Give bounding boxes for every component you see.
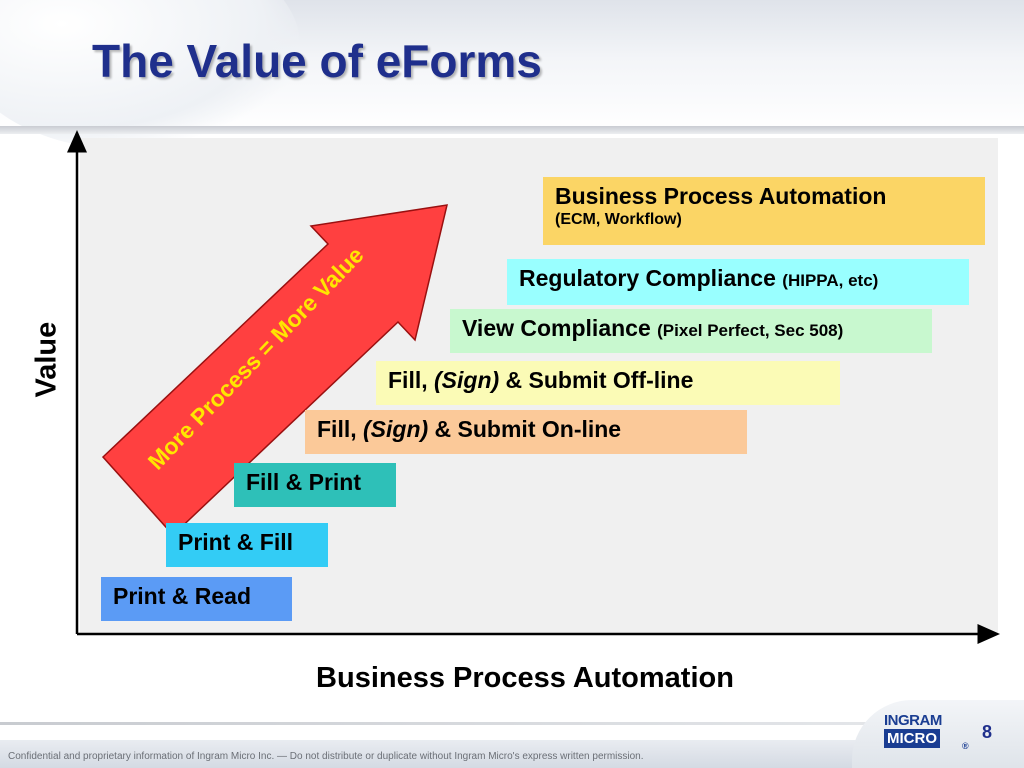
header-divider — [0, 126, 1024, 134]
step-label: Business Process Automation — [555, 183, 887, 209]
step-label: Print & Fill — [178, 529, 293, 555]
step-label: View Compliance — [462, 315, 658, 341]
logo-bottom-text: MICRO — [884, 729, 940, 748]
step-sub: (ECM, Workflow) — [555, 211, 682, 229]
step-italic: (Sign) — [363, 416, 429, 442]
step-view-compliance: View Compliance (Pixel Perfect, Sec 508) — [450, 309, 932, 353]
step-print-and-read: Print & Read — [101, 577, 292, 621]
slide-title: The Value of eForms — [92, 35, 542, 87]
step-prefix: Fill, — [388, 367, 434, 393]
step-fill-and-print: Fill & Print — [234, 463, 396, 507]
step-note: (HIPPA, etc) — [782, 271, 879, 290]
x-axis-label: Business Process Automation — [316, 662, 734, 694]
step-label: Print & Read — [113, 583, 252, 609]
page-number: 8 — [982, 722, 993, 742]
step-note: (Pixel Perfect, Sec 508) — [657, 321, 844, 340]
step-italic: (Sign) — [434, 367, 500, 393]
step-label: Regulatory Compliance — [519, 265, 783, 291]
logo-top-text: INGRAM — [884, 712, 942, 729]
footer-divider — [0, 722, 1024, 725]
step-submit-offline: Fill, (Sign) & Submit Off-line — [376, 361, 840, 405]
confidential-notice: Confidential and proprietary information… — [8, 751, 644, 762]
registered-mark: ® — [962, 741, 969, 751]
step-submit-online: Fill, (Sign) & Submit On-line — [305, 410, 747, 454]
step-business-process-automation: Business Process Automation (ECM, Workfl… — [543, 177, 985, 245]
progress-arrow — [101, 204, 448, 537]
step-print-and-fill: Print & Fill — [166, 523, 328, 567]
y-axis-label: Value — [30, 321, 63, 398]
step-suffix: & Submit On-line — [428, 416, 622, 442]
ingram-micro-logo: INGRAM MICRO — [884, 712, 964, 748]
step-label: Fill & Print — [246, 469, 361, 495]
step-prefix: Fill, — [317, 416, 363, 442]
step-suffix: & Submit Off-line — [499, 367, 694, 393]
step-regulatory-compliance: Regulatory Compliance (HIPPA, etc) — [507, 259, 969, 305]
